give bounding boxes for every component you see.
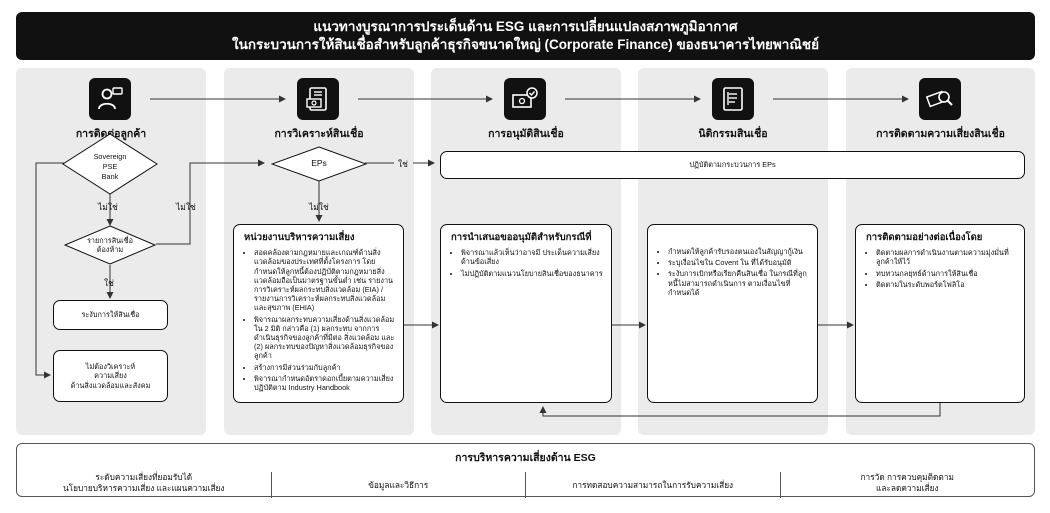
stop-lending-box: ระงับการให้สินเชื่อ bbox=[53, 300, 168, 330]
stage-title-customer-contact: การติดต่อลูกค้า bbox=[75, 128, 147, 140]
title-line-2: ในกระบวนการให้สินเชื่อสำหรับลูกค้าธุรกิจ… bbox=[232, 37, 819, 52]
eps-label: EPs bbox=[311, 158, 327, 168]
no-analysis-box: ไม่ต้องวิเคราะห์ ความเสี่ยง ด้านสิ่งแวดล… bbox=[53, 350, 168, 402]
list-item: ทบทวนกลยุทธ์ด้านการให้สินเชื่อ bbox=[876, 269, 1016, 278]
customer-contact-icon bbox=[89, 78, 131, 120]
esg-item-1-line-2: นโยบายบริหารความเสี่ยง และแผนความเสี่ยง bbox=[63, 483, 225, 493]
eps-process-box: ปฏิบัติตามกระบวนการ EPs bbox=[440, 151, 1025, 179]
risk-unit-heading: หน่วยงานบริหารความเสี่ยง bbox=[244, 232, 355, 243]
legal-card: กำหนดให้ลูกค้ารับรองตนเองในสัญญากู้เงิน … bbox=[647, 224, 818, 403]
esg-item-data-methods: ข้อมูลและวิธีการ bbox=[272, 472, 526, 498]
title-line-1: แนวทางบูรณาการประเด็นด้าน ESG และการเปลี… bbox=[313, 19, 738, 34]
list-item: กำหนดให้ลูกค้ารับรองตนเองในสัญญากู้เงิน bbox=[668, 247, 809, 256]
eps-process-label: ปฏิบัติตามกระบวนการ EPs bbox=[689, 160, 776, 170]
decision-entity-line-1: Sovereign bbox=[93, 152, 127, 161]
esg-item-2-line-1: ข้อมูลและวิธีการ bbox=[368, 479, 429, 490]
decision-entity-text: Sovereign PSE Bank bbox=[78, 152, 142, 182]
list-item: ไม่ปฏิบัติตามแนวนโยบายสินเชื่อของธนาคาร bbox=[461, 269, 603, 278]
esg-item-stress-test: การทดสอบความสามารถในการรับความเสี่ยง bbox=[526, 472, 781, 498]
esg-item-risk-appetite: ระดับความเสี่ยงที่ยอมรับได้ นโยบายบริหาร… bbox=[17, 472, 272, 498]
esg-item-4-line-2: และลดความเสี่ยง bbox=[875, 483, 939, 493]
label-no-1: ไม่ใช่ bbox=[98, 202, 118, 212]
monitoring-card: การติดตามอย่างต่อเนื่องโดย ติดตามผลการดำ… bbox=[855, 224, 1025, 403]
label-no-eps: ไม่ใช่ bbox=[309, 202, 329, 212]
approval-card: การนำเสนอขออนุมัติสำหรับกรณีที่ พิจารณาแ… bbox=[440, 224, 612, 403]
decision-diamond-eps bbox=[271, 146, 367, 182]
decision-prohibited-text: รายการสินเชื่อ ต้องห้าม bbox=[80, 236, 140, 254]
esg-risk-management-panel: การบริหารความเสี่ยงด้าน ESG ระดับความเสี… bbox=[16, 443, 1035, 498]
esg-item-3-line-1: การทดสอบความสามารถในการรับความเสี่ยง bbox=[572, 479, 734, 490]
stage-title-credit-approval: การอนุมัติสินเชื่อ bbox=[488, 128, 564, 140]
approval-list: พิจารณาแล้วเห็นว่าอาจมี ประเด็นความเสี่ย… bbox=[451, 248, 603, 278]
approval-heading: การนำเสนอขออนุมัติสำหรับกรณีที่ bbox=[451, 232, 592, 243]
decision-diamond-prohibited bbox=[64, 225, 156, 265]
decision-prohibited-line-2: ต้องห้าม bbox=[96, 245, 124, 255]
decision-entity-line-2: PSE bbox=[102, 162, 118, 171]
list-item: ติดตามในระดับพอร์ตโฟลิโอ bbox=[876, 280, 1016, 289]
no-analysis-line-2: ความเสี่ยง bbox=[94, 371, 127, 381]
legal-document-icon bbox=[712, 78, 754, 120]
risk-unit-card: หน่วยงานบริหารความเสี่ยง สอดคล้องตามกฎหม… bbox=[233, 224, 404, 403]
stop-lending-label: ระงับการให้สินเชื่อ bbox=[81, 310, 140, 320]
label-no-2: ไม่ใช่ bbox=[176, 202, 196, 212]
decision-entity-line-3: Bank bbox=[101, 172, 119, 181]
no-analysis-line-1: ไม่ต้องวิเคราะห์ bbox=[85, 362, 136, 372]
decision-prohibited-line-1: รายการสินเชื่อ bbox=[87, 236, 133, 245]
list-item: ระบุเงื่อนไขใน Covent ใน ที่ได้รับอนุมัต… bbox=[668, 258, 809, 267]
label-yes-1: ใช่ bbox=[104, 278, 114, 288]
list-item: ระงับการเบิกหรือเรียกคืนสินเชื่อ ในกรณีท… bbox=[668, 269, 809, 297]
credit-approval-icon bbox=[504, 78, 546, 120]
stage-title-monitoring: การติดตามความเสี่ยงสินเชื่อ bbox=[876, 128, 1005, 140]
list-item: พิจารณาผลกระทบความเสี่ยงด้านสิ่งแวดล้อมใ… bbox=[254, 315, 395, 361]
label-yes-eps: ใช่ bbox=[398, 159, 408, 169]
monitoring-list: ติดตามผลการดำเนินงานตามความมุ่งมั่นที่ลู… bbox=[866, 248, 1016, 289]
list-item: ติดตามผลการดำเนินงานตามความมุ่งมั่นที่ลู… bbox=[876, 248, 1016, 266]
stage-title-legal: นิติกรรมสินเชื่อ bbox=[698, 128, 768, 140]
risk-unit-list: สอดคล้องตามกฎหมายและเกณฑ์ด้านสิ่งแวดล้อม… bbox=[244, 248, 395, 392]
monitoring-heading: การติดตามอย่างต่อเนื่องโดย bbox=[866, 232, 983, 243]
esg-item-1-line-1: ระดับความเสี่ยงที่ยอมรับได้ bbox=[95, 472, 193, 482]
page-title: แนวทางบูรณาการประเด็นด้าน ESG และการเปลี… bbox=[16, 12, 1035, 60]
legal-list: กำหนดให้ลูกค้ารับรองตนเองในสัญญากู้เงิน … bbox=[658, 247, 809, 297]
decision-diamond-entity-type bbox=[62, 133, 158, 195]
esg-risk-items: ระดับความเสี่ยงที่ยอมรับได้ นโยบายบริหาร… bbox=[17, 472, 1034, 498]
list-item: สอดคล้องตามกฎหมายและเกณฑ์ด้านสิ่งแวดล้อม… bbox=[254, 248, 395, 312]
esg-item-4-line-1: การวัด การควบคุมติดตาม bbox=[860, 472, 954, 482]
esg-item-measure-control: การวัด การควบคุมติดตาม และลดความเสี่ยง bbox=[781, 472, 1035, 498]
esg-risk-title: การบริหารความเสี่ยงด้าน ESG bbox=[455, 452, 596, 464]
list-item: พิจารณาแล้วเห็นว่าอาจมี ประเด็นความเสี่ย… bbox=[461, 248, 603, 266]
list-item: พิจารณากำหนดอัตราดอกเบี้ยตามความเสี่ยงปฏ… bbox=[254, 374, 395, 392]
stage-title-credit-analysis: การวิเคราะห์สินเชื่อ bbox=[274, 128, 364, 140]
list-item: สร้างการมีส่วนร่วมกับลูกค้า bbox=[254, 363, 395, 372]
credit-analysis-icon bbox=[297, 78, 339, 120]
risk-monitoring-icon bbox=[919, 78, 961, 120]
no-analysis-line-3: ด้านสิ่งแวดล้อมและสังคม bbox=[70, 380, 151, 390]
